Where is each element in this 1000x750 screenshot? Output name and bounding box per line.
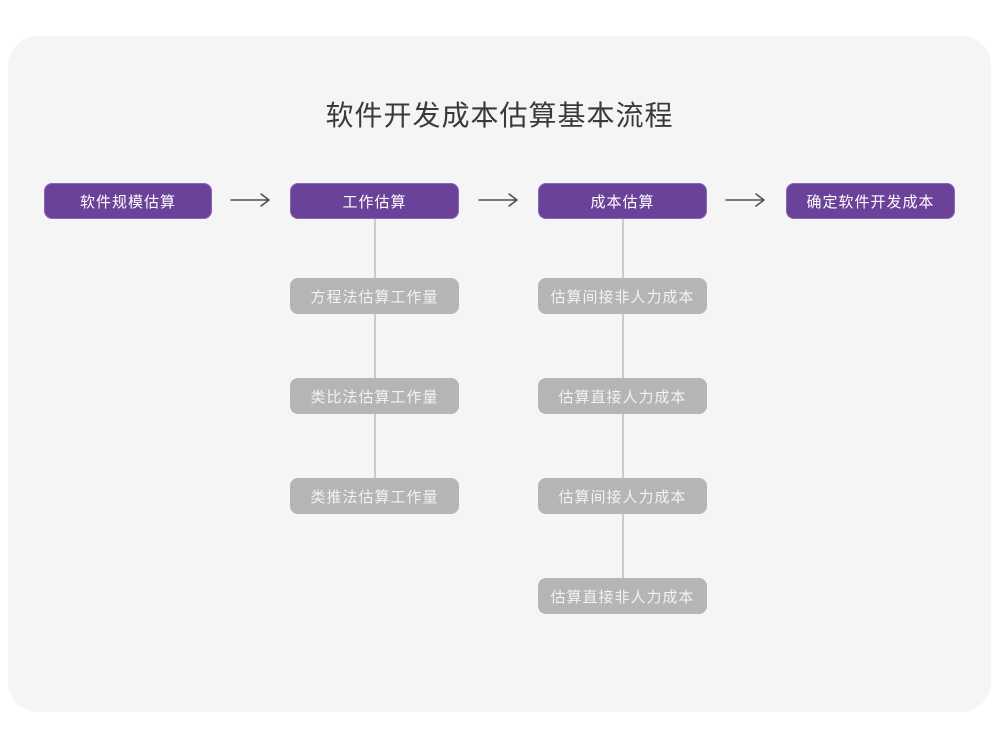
cost-node-direct-nonlabor: 估算直接非人力成本 — [538, 578, 707, 614]
cost-node-indirect-nonlabor: 估算间接非人力成本 — [538, 278, 707, 314]
flow-node-determine-dev-cost: 确定软件开发成本 — [786, 183, 955, 219]
cost-node-direct-labor: 估算直接人力成本 — [538, 378, 707, 414]
right-arrow-icon — [229, 192, 273, 208]
connector-line-work-column — [374, 219, 376, 479]
flow-node-software-scale-estimation: 软件规模估算 — [44, 183, 212, 219]
diagram-card: 软件开发成本估算基本流程 — [8, 36, 991, 712]
flow-node-cost-estimation: 成本估算 — [538, 183, 707, 219]
right-arrow-icon — [477, 192, 521, 208]
right-arrow-icon — [724, 192, 768, 208]
method-node-extrapolation: 类推法估算工作量 — [290, 478, 459, 514]
cost-node-indirect-labor: 估算间接人力成本 — [538, 478, 707, 514]
page-title: 软件开发成本估算基本流程 — [325, 100, 674, 131]
method-node-equation: 方程法估算工作量 — [290, 278, 459, 314]
flow-node-work-estimation: 工作估算 — [290, 183, 459, 219]
method-node-analogy: 类比法估算工作量 — [290, 378, 459, 414]
